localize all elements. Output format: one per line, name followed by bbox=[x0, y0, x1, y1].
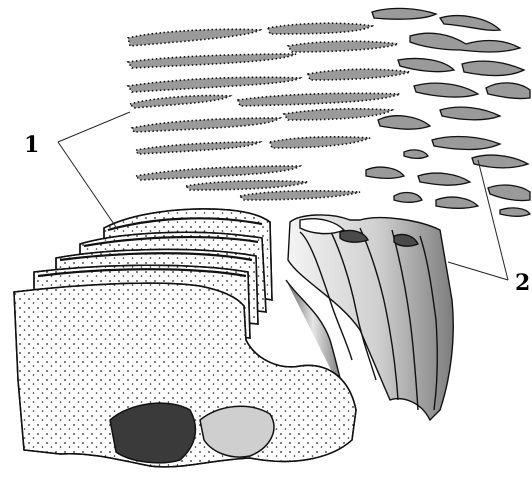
leader-line-1a bbox=[58, 112, 130, 142]
leader-line-1b bbox=[58, 142, 118, 230]
smooth-er-cross-section bbox=[366, 8, 530, 216]
label-2-smooth-er: 2 bbox=[515, 272, 530, 294]
label-1-rough-er: 1 bbox=[24, 134, 39, 156]
leader-line-2b bbox=[448, 262, 508, 280]
leader-line-2a bbox=[478, 160, 508, 280]
